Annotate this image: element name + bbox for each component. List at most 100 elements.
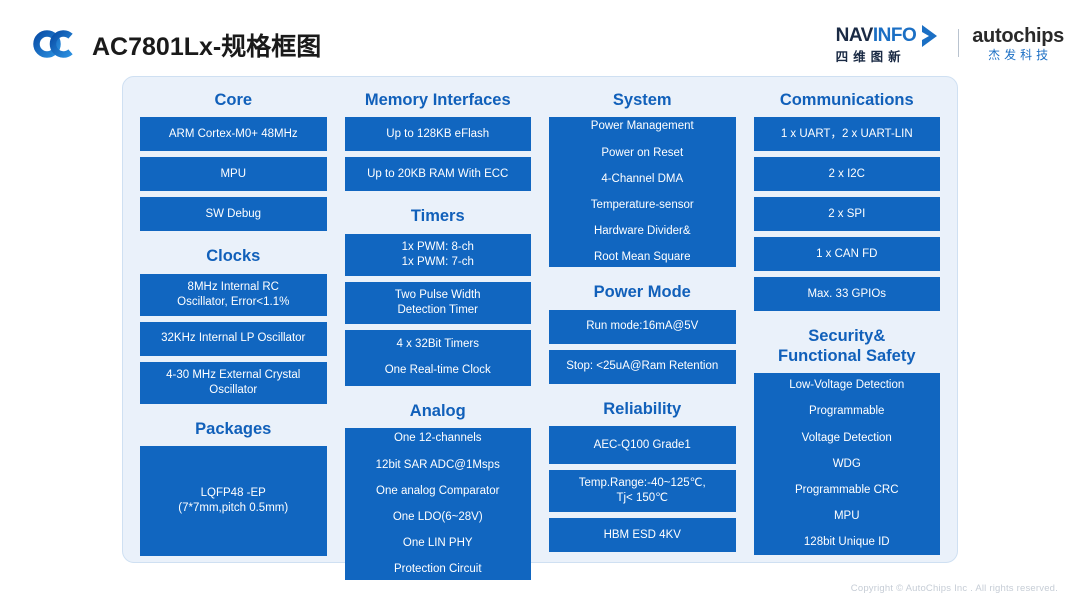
spec-box: Temp.Range:-40~125℃, Tj< 150℃ [549,470,736,513]
spec-line: Two Pulse Width [394,288,481,301]
spec-box: Up to 128KB eFlash [344,117,531,152]
spec-line: Stop: <25uA@Ram Retention [566,360,719,373]
autochips-wordmark: autochips [972,24,1064,47]
spec-box: SW Debug [140,197,327,232]
spec-line: 8MHz Internal RC [187,280,279,293]
spec-line: Root Mean Square [593,251,691,264]
group-title: Reliability [603,399,682,418]
spec-line: One Real-time Clock [384,364,491,377]
brand-logos: NAV INFO 四维图新 autochips 杰发科技 [836,20,1064,66]
spec-line: 1x PWM: 7-ch [401,255,474,268]
group-title: Packages [195,419,272,438]
spec-box: MPU [140,157,327,192]
group-title: Timers [410,207,465,226]
spec-line: ARM Cortex-M0+ 48MHz [168,127,298,140]
navinfo-chinese: 四维图新 [835,49,906,64]
spec-line: 4 x 32Bit Timers [396,338,479,351]
spec-line: 4-Channel DMA [601,172,684,185]
spec-line: SW Debug [205,207,262,220]
spec-line: Voltage Detection [801,431,892,444]
column-memory-interfaces: Memory Interfaces Up to 128KB eFlash Up to… [336,85,541,581]
group-title: Security&Functional Safety [777,327,916,365]
spec-box: LQFP48 -EP (7*7mm,pitch 0.5mm) [140,446,327,557]
spec-box: Max. 33 GPIOs [753,277,940,312]
spec-line: Temp.Range:-40~125℃, [578,477,706,490]
spec-line: 1 x UART，2 x UART-LIN [780,127,913,140]
spec-line: One LDO(6~28V) [392,510,483,523]
spec-line: One 12-channels [393,432,482,445]
spec-box: Stop: <25uA@Ram Retention [549,349,736,384]
spec-line: Low-Voltage Detection [789,379,905,392]
spec-line: WDG [832,457,861,470]
spec-line: One analog Comparator [376,484,500,497]
group-title: Clocks [206,247,261,266]
spec-line: HBM ESD 4KV [603,528,681,541]
spec-line: Temperature-sensor [590,198,694,211]
spec-line: 12bit SAR ADC@1Msps [375,458,500,471]
spec-line: MPU [220,167,247,180]
group-title: Core [214,91,253,109]
spec-box: 8MHz Internal RC Oscillator, Error<1.1% [140,273,327,316]
navinfo-logo: NAV INFO 四维图新 [836,23,946,64]
spec-line: 1x PWM: 8-ch [401,240,474,253]
spec-box: 2 x SPI [753,197,940,232]
column-communications: Communications 1 x UART，2 x UART-LIN 2 x I… [745,85,950,556]
page-title: AC7801Lx-规格框图 [92,33,322,61]
spec-line: Programmable [809,405,885,418]
navinfo-wordmark: NAV INFO [836,23,942,49]
spec-line: Run mode:16mA@5V [586,320,699,333]
spec-line: Up to 20KB RAM With ECC [367,167,509,180]
chevron-right-icon [919,23,941,49]
spec-box: 1 x UART，2 x UART-LIN [753,117,940,152]
spec-line: (7*7mm,pitch 0.5mm) [178,502,289,515]
spec-line: Tj< 150℃ [616,492,669,505]
spec-line: 128bit Unique ID [803,536,890,549]
slide-header: AC7801Lx-规格框图 NAV INFO 四维图新 autochips 杰发… [0,0,1080,76]
spec-line: 32KHz Internal LP Oscillator [161,332,306,345]
spec-line: 1 x CAN FD [816,247,878,260]
spec-box: 1x PWM: 8-ch 1x PWM: 7-ch [344,233,531,276]
group-title: Analog [409,401,466,420]
group-title: Power Mode [593,283,691,302]
spec-line: Oscillator [209,383,258,396]
spec-line: Oscillator, Error<1.1% [177,295,290,308]
spec-box: Up to 20KB RAM With ECC [344,157,531,192]
group-title: System [612,91,672,109]
spec-box: AEC-Q100 Grade1 [549,426,736,465]
brand-divider [958,29,960,57]
spec-box: ARM Cortex-M0+ 48MHz [140,117,327,152]
spec-box: 32KHz Internal LP Oscillator [140,321,327,356]
spec-line: Hardware Divider& [593,225,691,238]
spec-line: Protection Circuit [393,563,482,576]
navinfo-word-info: INFO [872,25,917,47]
spec-line: Power Management [590,120,694,133]
spec-line: Up to 128KB eFlash [386,127,490,140]
copyright-text: Copyright © AutoChips Inc . All rights r… [850,583,1058,594]
navinfo-word-nav: NAV [835,25,874,47]
spec-line: One LIN PHY [402,537,473,550]
spec-line: Power on Reset [601,146,684,159]
spec-line: 2 x SPI [828,207,866,220]
autochips-chinese: 杰发科技 [988,47,1053,62]
spec-line: 2 x I2C [828,167,865,180]
group-title: Communications [779,91,914,109]
spec-box: 1 x CAN FD [753,237,940,272]
spec-line: Programmable CRC [794,484,899,496]
spec-line: AEC-Q100 Grade1 [593,438,691,451]
spec-line: Max. 33 GPIOs [807,287,887,300]
spec-box: HBM ESD 4KV [549,518,736,553]
group-title: Memory Interfaces [364,91,511,109]
spec-line: 4-30 MHz External Crystal [166,368,301,381]
spec-line: LQFP48 -EP [200,487,266,500]
spec-box: Run mode:16mA@5V [549,309,736,344]
